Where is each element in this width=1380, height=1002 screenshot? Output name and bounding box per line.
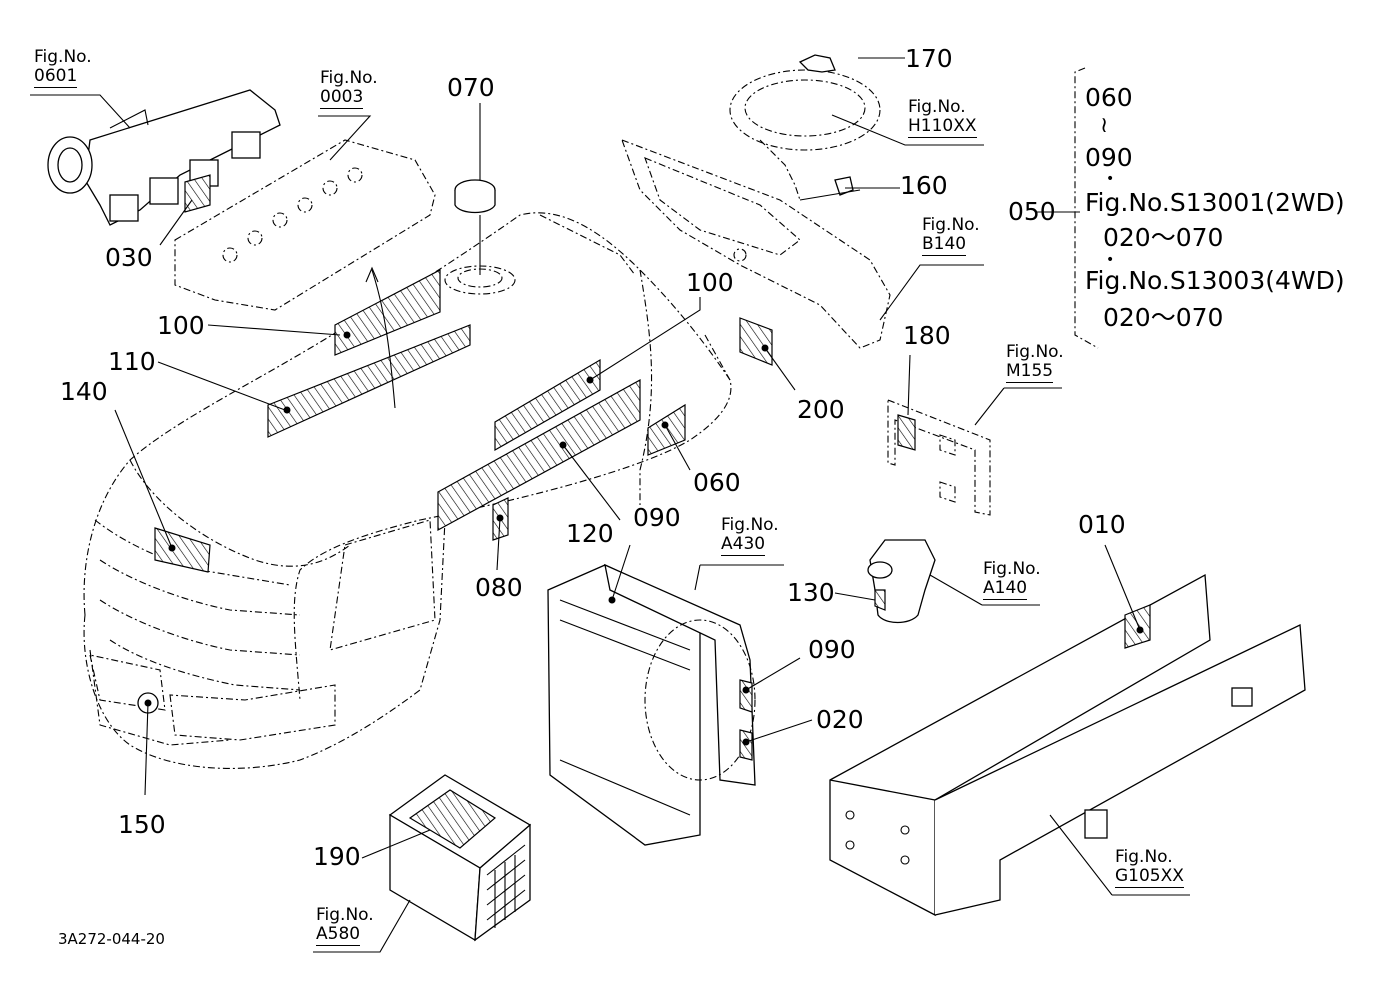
fig-ref-m155: Fig.No.M155 — [1006, 342, 1064, 383]
set-note-tilde: ≀ — [1100, 113, 1109, 138]
set-note-line3: Fig.No.S13003(4WD) — [1085, 266, 1345, 295]
fig-ref-b140: Fig.No.B140 — [922, 215, 980, 256]
fig-ref-h110xx: Fig.No.H110XX — [908, 97, 977, 138]
set-note-line2: 020～070 — [1103, 223, 1224, 252]
callout-080: 080 — [475, 573, 523, 602]
set-note-bullet-1: • — [1106, 171, 1115, 187]
callout-100-left: 100 — [157, 311, 205, 340]
battery-illustration — [388, 774, 532, 942]
set-note-bullet-2: • — [1106, 252, 1115, 268]
callout-110: 110 — [108, 347, 156, 376]
fig-ref-a140: Fig.No.A140 — [983, 559, 1041, 600]
callout-160: 160 — [900, 171, 948, 200]
callout-050: 050 — [1008, 197, 1056, 226]
callout-100-right: 100 — [686, 268, 734, 297]
callout-060: 060 — [693, 468, 741, 497]
fig-ref-g105xx: Fig.No.G105XX — [1115, 847, 1184, 888]
cylinder-head-illustration — [174, 139, 436, 311]
manifold-illustration — [47, 89, 281, 226]
set-note-brace — [1074, 67, 1099, 349]
callout-070: 070 — [447, 73, 495, 102]
callout-120: 120 — [566, 519, 614, 548]
fig-ref-0601: Fig.No.0601 — [34, 47, 92, 88]
set-note-range-end: 090 — [1085, 143, 1133, 172]
callout-200: 200 — [797, 395, 845, 424]
callout-030: 030 — [105, 243, 153, 272]
callout-170: 170 — [905, 44, 953, 73]
set-note-line4: 020～070 — [1103, 303, 1224, 332]
set-note-range-start: 060 — [1085, 83, 1133, 112]
filler-cap-illustration — [454, 179, 496, 275]
callout-130: 130 — [787, 578, 835, 607]
callout-090-lower: 090 — [808, 635, 856, 664]
callout-180: 180 — [903, 321, 951, 350]
drawing-code: 3A272-044-20 — [58, 930, 165, 948]
callout-020: 020 — [816, 705, 864, 734]
leader-lines — [30, 57, 1190, 953]
callout-190: 190 — [313, 842, 361, 871]
hood-illustration — [83, 212, 732, 769]
fig-ref-0003: Fig.No.0003 — [320, 68, 378, 109]
frame-illustration — [829, 573, 1306, 917]
callout-150: 150 — [118, 810, 166, 839]
callout-140: 140 — [60, 377, 108, 406]
fuel-filter-illustration — [867, 539, 936, 624]
fig-ref-a580: Fig.No.A580 — [316, 905, 374, 946]
set-note-line1: Fig.No.S13001(2WD) — [1085, 188, 1345, 217]
radiator-illustration — [547, 563, 756, 846]
fig-ref-a430: Fig.No.A430 — [721, 515, 779, 556]
bracket-illustration — [887, 399, 991, 516]
callout-090-upper: 090 — [633, 503, 681, 532]
dash-panel-illustration — [621, 54, 891, 366]
callout-010: 010 — [1078, 510, 1126, 539]
